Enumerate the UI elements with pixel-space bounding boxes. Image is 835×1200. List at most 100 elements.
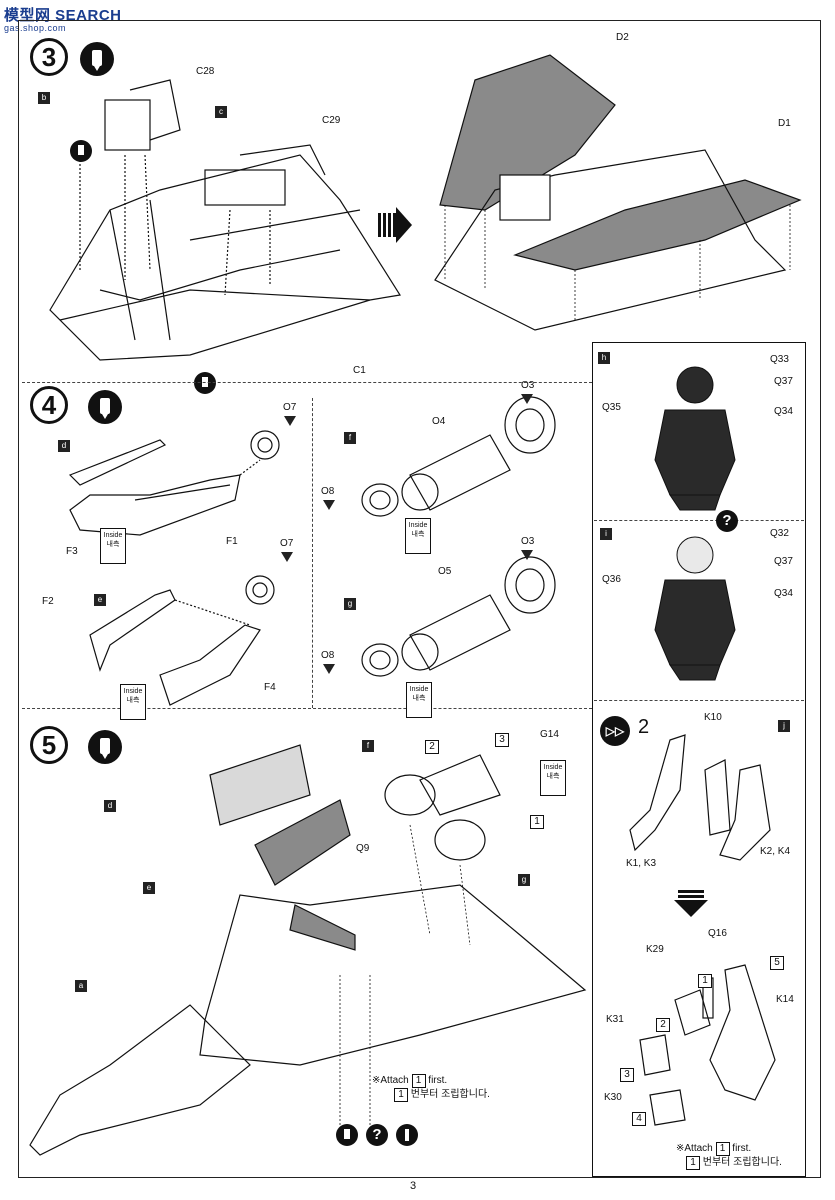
step-order-5: 5: [770, 956, 784, 970]
instruction-sheet-frame: [18, 20, 821, 1178]
watermark-brand: 模型网 SEARCH: [4, 7, 122, 24]
part-label-q34: Q34: [774, 588, 793, 599]
part-label-k29: K29: [646, 944, 664, 955]
step3-lower-fuselage-diagram: [49, 79, 401, 361]
step-order-1: 1: [530, 815, 544, 829]
part-label-c28: C28: [196, 66, 215, 77]
pilot-seat-panel: [592, 342, 806, 1177]
step-3-number: 3: [30, 38, 68, 76]
glue-tube-icon: [80, 42, 114, 76]
step4-exhaust-f-diagram: [361, 396, 556, 517]
paint-number-badge: [323, 664, 335, 674]
panel-divider: [594, 700, 804, 701]
glue-point-icon: [70, 140, 92, 162]
paint-number-badge: [284, 416, 296, 426]
step4-exhaust-g-diagram: [361, 556, 556, 677]
note-box-1: 1: [394, 1088, 408, 1102]
inside-label: Inside: [408, 522, 428, 529]
part-label-f3: F3: [66, 546, 78, 557]
step-order-2: 2: [425, 740, 439, 754]
part-label-q37: Q37: [774, 556, 793, 567]
inside-tag: Inside 내측: [405, 518, 431, 554]
part-label-q9: Q9: [356, 843, 370, 854]
sub-assembly-b-badge: b: [38, 92, 50, 104]
part-label-d1: D1: [778, 118, 791, 129]
inside-tag: Inside 내측: [120, 684, 146, 720]
inside-label-kr: 내측: [126, 697, 140, 704]
step-order-3: 3: [620, 1068, 634, 1082]
question-icon: ?: [716, 510, 738, 532]
part-label-q34: Q34: [774, 406, 793, 417]
part-label-q36: Q36: [602, 574, 621, 585]
note-en: ※Attach: [372, 1075, 409, 1086]
glue-point-icon: [194, 372, 216, 394]
step4-intake-d-diagram: [68, 430, 280, 536]
glue-point-icon: [336, 1124, 358, 1146]
column-divider: [312, 398, 313, 708]
part-label-k1-k3: K1, K3: [626, 858, 657, 869]
inside-label-kr: 내측: [546, 773, 560, 780]
sub-assembly-g-badge: g: [344, 598, 356, 610]
part-label-o3-b: O3: [521, 536, 535, 547]
note-en: ※Attach: [676, 1143, 713, 1154]
sub-assembly-a-badge: a: [75, 980, 87, 992]
inside-tag: Inside 내측: [100, 528, 126, 564]
sub-assembly-j-badge: j: [778, 720, 790, 732]
step-order-2: 2: [656, 1018, 670, 1032]
sub-assembly-i-badge: i: [600, 528, 612, 540]
note-box-1: 1: [715, 1142, 730, 1156]
inside-label: Inside: [103, 532, 123, 539]
sub-assembly-d-badge: d: [58, 440, 70, 452]
two-way-arrow-icon: ▷▷: [600, 716, 630, 746]
part-label-q35: Q35: [602, 402, 621, 413]
part-label-c29: C29: [322, 115, 341, 126]
down-arrow-icon: [674, 890, 708, 917]
part-label-f1: F1: [226, 536, 238, 547]
note-kr: 번부터 조립합니다.: [702, 1157, 782, 1168]
inside-tag: Inside 내측: [406, 682, 432, 718]
part-label-f4: F4: [264, 682, 276, 693]
part-label-k14: K14: [776, 994, 794, 1005]
part-label-o7: O7: [283, 402, 297, 413]
inside-tag: Inside 내측: [540, 760, 566, 796]
sub-assembly-f-badge: f: [362, 740, 374, 752]
watermark-logo: 模型网 SEARCH gas.shop.com: [4, 4, 122, 33]
paint-number-badge: [521, 394, 533, 404]
step-4-number: 4: [30, 386, 68, 424]
glue-tube-icon: [88, 730, 122, 764]
note-box-1: 1: [686, 1156, 700, 1170]
seat-frame-diagram: [629, 734, 771, 861]
step5-fuselage-assembly-diagram: [29, 744, 587, 1156]
part-label-o8-b: O8: [321, 650, 335, 661]
paint-number-badge: [281, 552, 293, 562]
part-label-f2: F2: [42, 596, 54, 607]
step-order-1: 1: [698, 974, 712, 988]
paint-number-badge: [323, 500, 335, 510]
step4-intake-e-diagram: [89, 575, 275, 706]
bracket-icon: [396, 1124, 418, 1146]
sub-assembly-e-badge: e: [143, 882, 155, 894]
note-box-1: 1: [411, 1074, 426, 1088]
step3-wing-assembly-diagram: [434, 54, 802, 331]
part-label-q16: Q16: [708, 928, 727, 939]
quantity-label: 2: [638, 716, 650, 738]
proceed-arrow-icon: [378, 207, 412, 243]
pilot-figure-h: [654, 366, 736, 511]
watermark-url: gas.shop.com: [4, 23, 67, 33]
part-label-k31: K31: [606, 1014, 624, 1025]
part-label-k2-k4: K2, K4: [760, 846, 791, 857]
part-label-o5: O5: [438, 566, 452, 577]
inside-label-kr: 내측: [412, 695, 426, 702]
part-label-g14: G14: [540, 729, 559, 740]
part-label-k10: K10: [704, 712, 722, 723]
sub-assembly-e-badge: e: [94, 594, 106, 606]
part-label-o4: O4: [432, 416, 446, 427]
part-label-k30: K30: [604, 1092, 622, 1103]
step-order-3: 3: [495, 733, 509, 747]
step-order-4: 4: [632, 1112, 646, 1126]
inside-label: Inside: [409, 686, 429, 693]
sub-assembly-h-badge: h: [598, 352, 610, 364]
panel-divider: [594, 520, 804, 521]
step-5-number: 5: [30, 726, 68, 764]
attach-first-note: ※Attach 1 first. 1 번부터 조립합니다.: [676, 1142, 782, 1170]
